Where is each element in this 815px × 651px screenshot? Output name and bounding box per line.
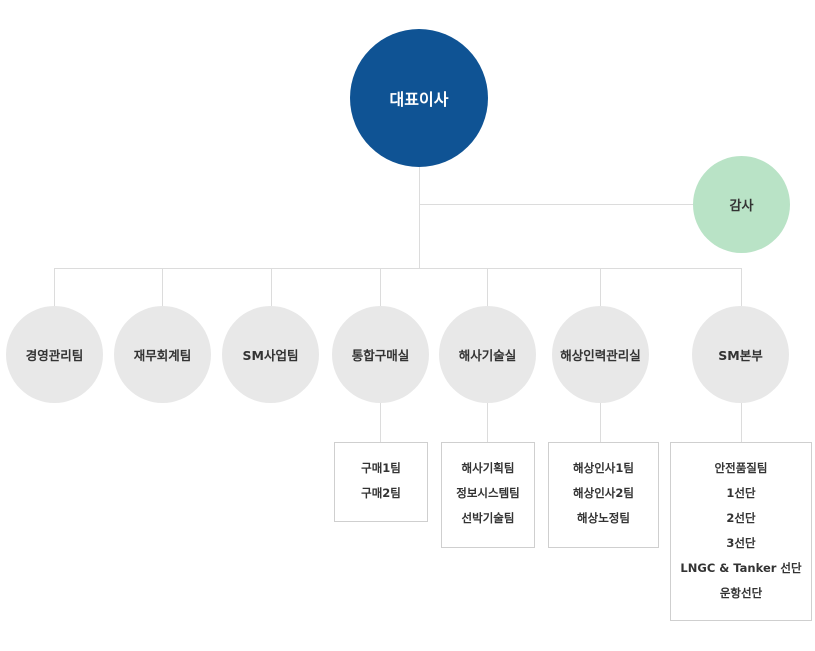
team-box-procurement: 구매1팀 구매2팀 [334,442,428,522]
team-item: 선박기술팀 [461,511,515,525]
team-box-marine-tech: 해사기획팀 정보시스템팀 선박기술팀 [441,442,535,548]
connector-dept-2 [162,268,163,306]
dept-node-sm-headquarters: SM본부 [692,306,789,403]
team-box-sm-headquarters: 안전품질팀 1선단 2선단 3선단 LNGC & Tanker 선단 운항선단 [670,442,812,621]
dept-node-sm-business: SM사업팀 [222,306,319,403]
team-item: 1선단 [726,486,756,500]
audit-label: 감사 [729,199,754,214]
team-item: 해상인사1팀 [573,461,634,475]
connector-box-4 [380,403,381,442]
dept-label: SM사업팀 [242,348,299,363]
team-item: 해상노정팀 [577,511,630,525]
team-item: 안전품질팀 [714,461,768,475]
dept-label: 재무회계팀 [133,348,192,363]
team-item: 2선단 [726,511,756,525]
dept-node-finance: 재무회계팀 [114,306,211,403]
team-item: 구매1팀 [361,461,401,475]
connector-ceo-down [419,167,420,268]
dept-node-management: 경영관리팀 [6,306,103,403]
dept-label: 경영관리팀 [25,348,84,363]
team-box-crew-management: 해상인사1팀 해상인사2팀 해상노정팀 [548,442,659,548]
dept-label: SM본부 [718,348,763,363]
connector-dept-3 [271,268,272,306]
team-item: 구매2팀 [361,486,401,500]
connector-audit [419,204,693,205]
dept-node-marine-tech: 해사기술실 [439,306,536,403]
connector-dept-4 [380,268,381,306]
dept-label: 해상인력관리실 [560,348,641,363]
connector-box-6 [600,403,601,442]
team-item: 정보시스템팀 [456,486,520,500]
team-item: 해상인사2팀 [573,486,634,500]
connector-box-5 [487,403,488,442]
audit-node: 감사 [693,156,790,253]
team-item: 운항선단 [719,586,763,600]
team-item: LNGC & Tanker 선단 [680,561,802,575]
team-item: 해사기획팀 [461,461,515,475]
ceo-label: 대표이사 [389,90,449,109]
dept-node-crew-management: 해상인력관리실 [552,306,649,403]
dept-node-procurement: 통합구매실 [332,306,429,403]
connector-dept-6 [600,268,601,306]
team-item: 3선단 [726,536,756,550]
dept-label: 통합구매실 [351,348,410,363]
dept-label: 해사기술실 [458,348,517,363]
connector-box-7 [741,403,742,442]
connector-dept-7 [741,268,742,306]
connector-horizontal-bar [54,268,742,269]
connector-dept-5 [487,268,488,306]
connector-dept-1 [54,268,55,306]
ceo-node: 대표이사 [350,29,488,167]
